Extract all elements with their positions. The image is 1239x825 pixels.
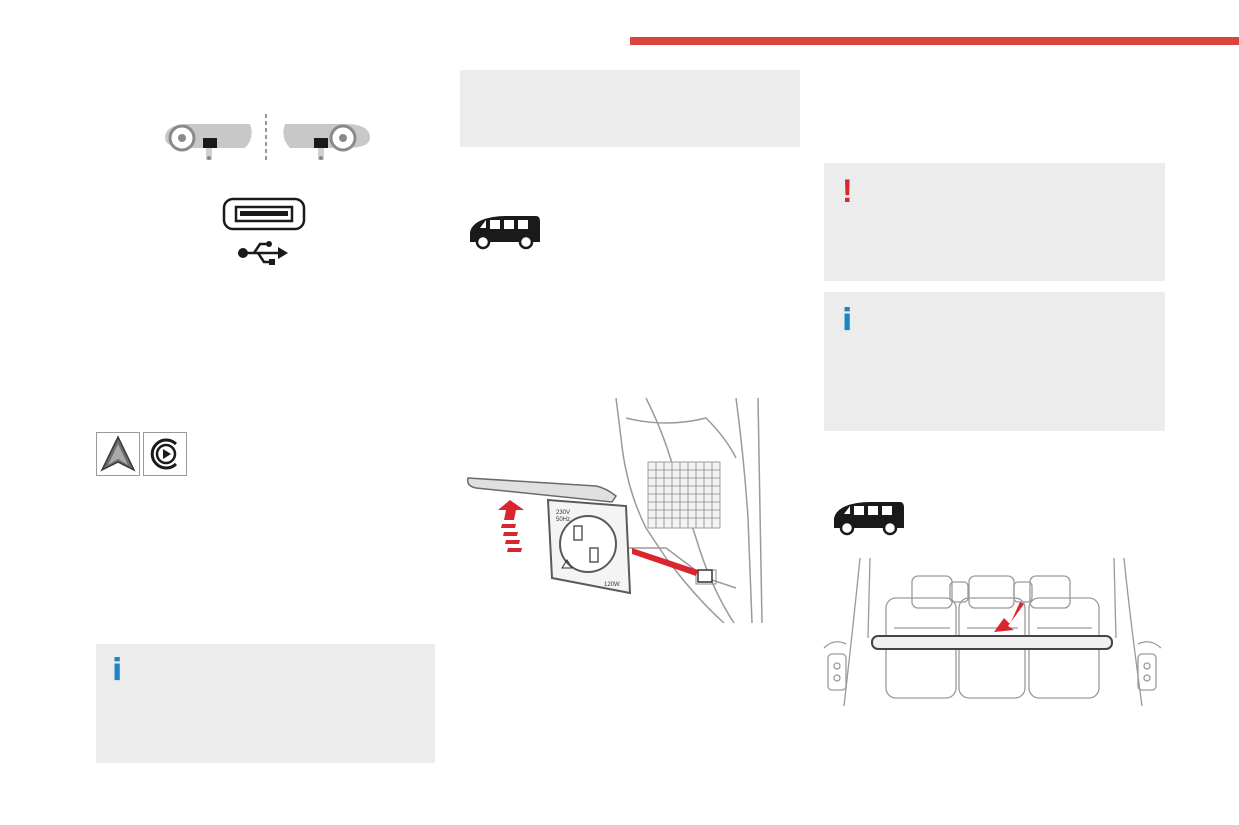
seat-net bbox=[647, 461, 721, 529]
socket-illustration: 230V 50Hz 120W bbox=[466, 397, 763, 624]
warning-box: ! bbox=[824, 163, 1165, 281]
usb-symbol-icon bbox=[238, 241, 288, 265]
socket-power-label: 120W bbox=[604, 582, 620, 588]
info-icon: i bbox=[842, 303, 853, 338]
android-auto-icon bbox=[96, 432, 140, 476]
socket-frequency-label: 50Hz bbox=[556, 517, 570, 523]
carplay-icon bbox=[143, 432, 187, 476]
note-box-middle bbox=[460, 70, 800, 147]
open-direction-arrow bbox=[498, 500, 524, 552]
passenger-van-icon bbox=[834, 502, 904, 536]
usb-port-icon bbox=[222, 197, 306, 231]
socket-voltage-label: 230V bbox=[556, 510, 570, 516]
info-box-left: i bbox=[96, 644, 435, 763]
steering-wheel-icon bbox=[165, 114, 370, 162]
rear-seats-illustration bbox=[823, 557, 1162, 707]
info-icon: i bbox=[112, 653, 123, 688]
info-box-right: i bbox=[824, 292, 1165, 431]
passenger-van-icon bbox=[470, 216, 540, 250]
warning-icon: ! bbox=[842, 173, 853, 209]
section-accent-bar bbox=[630, 37, 1239, 45]
